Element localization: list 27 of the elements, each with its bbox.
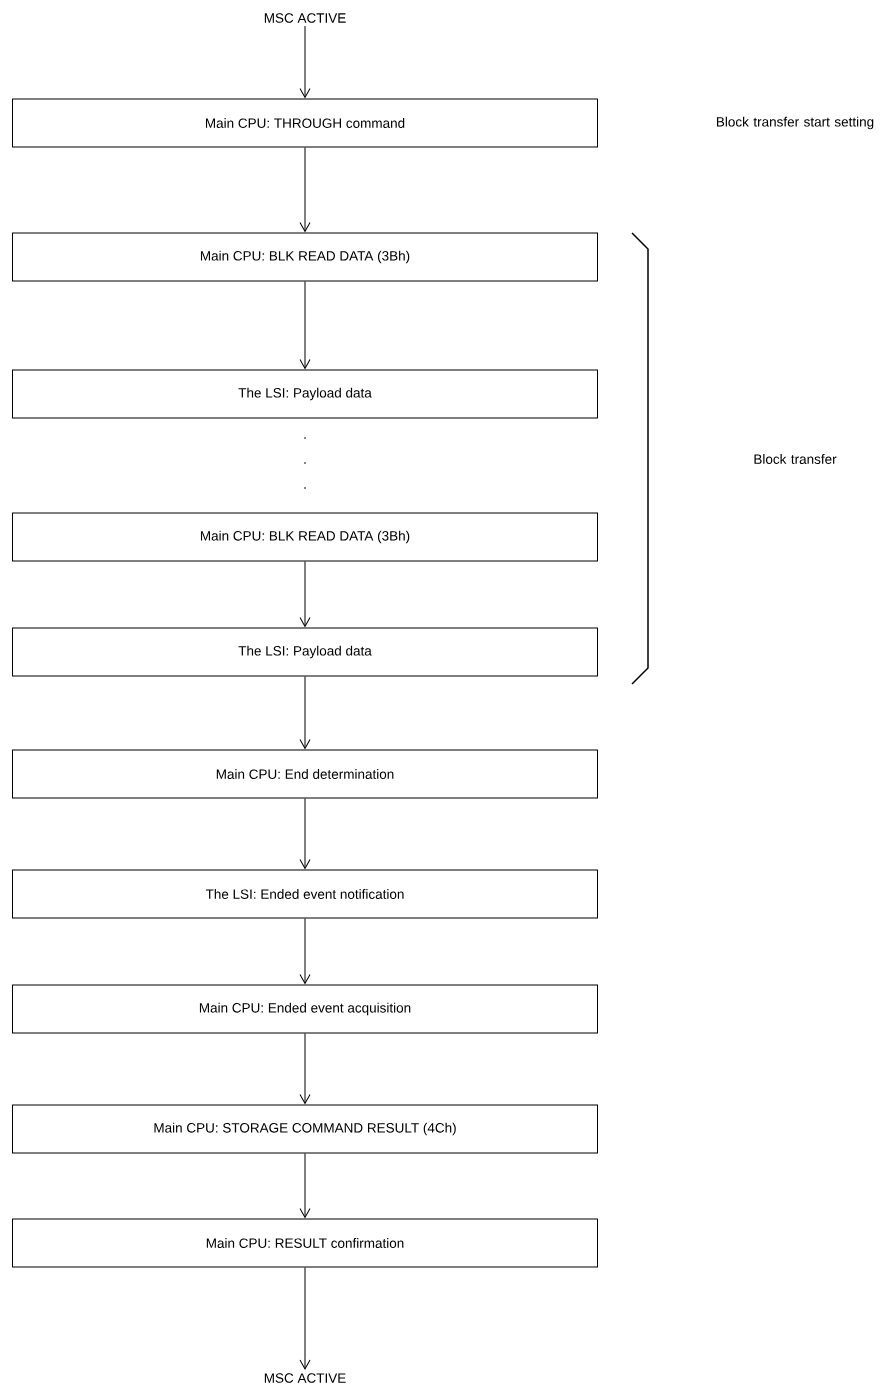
- arrow: [299, 798, 311, 869]
- ellipsis-dot: .: [304, 487, 306, 489]
- process-box: Main CPU: BLK READ DATA (3Bh): [12, 232, 598, 282]
- process-box: The LSI: Payload data: [12, 627, 598, 677]
- state-label: MSC ACTIVE: [264, 13, 346, 23]
- process-box: Main CPU: STORAGE COMMAND RESULT (4Ch): [12, 1104, 598, 1154]
- arrow: [299, 1033, 311, 1104]
- process-box: The LSI: Payload data: [12, 369, 598, 419]
- process-box: Main CPU: THROUGH command: [12, 98, 598, 148]
- arrow: [299, 676, 311, 749]
- arrow: [299, 1267, 311, 1370]
- annotation-text: Block transfer: [754, 454, 837, 464]
- arrow: [299, 147, 311, 232]
- ellipsis-dot: .: [304, 437, 306, 439]
- arrow: [299, 561, 311, 627]
- process-box: Main CPU: End determination: [12, 749, 598, 799]
- arrow: [299, 1153, 311, 1218]
- process-box: Main CPU: BLK READ DATA (3Bh): [12, 512, 598, 562]
- arrow: [299, 281, 311, 369]
- process-box: Main CPU: RESULT confirmation: [12, 1218, 598, 1268]
- arrow: [299, 918, 311, 984]
- process-box: Main CPU: Ended event acquisition: [12, 984, 598, 1034]
- annotation-text: Block transfer start setting: [716, 116, 874, 130]
- process-box: The LSI: Ended event notification: [12, 869, 598, 919]
- arrow: [299, 25, 311, 98]
- ellipsis-dot: .: [304, 462, 306, 464]
- state-label: MSC ACTIVE: [264, 1373, 346, 1383]
